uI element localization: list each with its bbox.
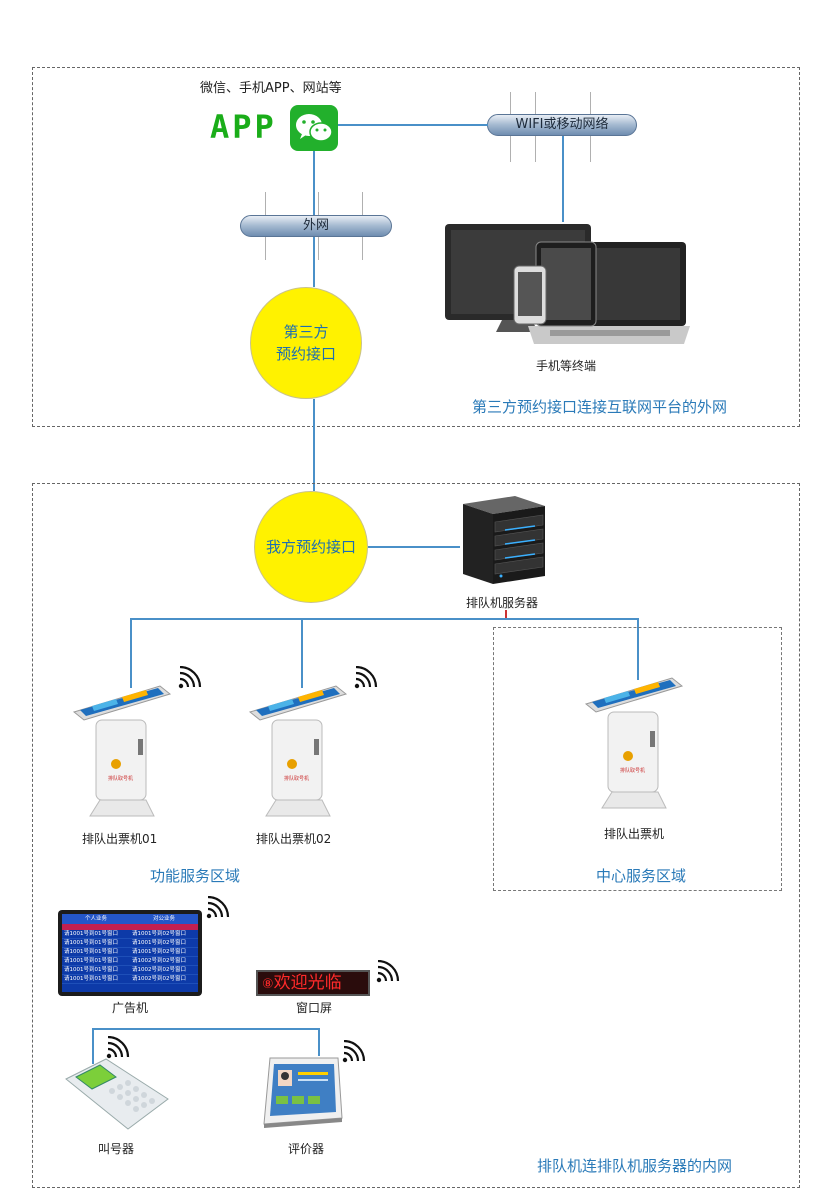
- ad-screen-cell: 请1002号到02号窗口: [132, 976, 186, 982]
- ad-screen-cell: 请1001号到01号窗口: [64, 931, 118, 937]
- external-network-pipe: 外网: [240, 215, 392, 237]
- window-led-screen: ⑧欢迎光临: [256, 970, 370, 996]
- kiosk-02-label: 排队出票机02: [256, 832, 332, 846]
- wifi-signal-icon: [340, 1039, 366, 1070]
- evaluator-label: 评价器: [288, 1142, 325, 1156]
- wifi-network-pipe: WIFI或移动网络: [487, 114, 637, 136]
- caller-device: [62, 1055, 172, 1135]
- ad-screen: 个人业务 对公业务 请1001号到01号窗口请1001号到02号窗口请1001号…: [58, 910, 202, 996]
- evaluator-device: [258, 1054, 344, 1130]
- ad-screen-row: 请1001号到01号窗口 请1001号到02号窗口: [62, 948, 198, 957]
- function-area-label: 功能服务区域: [150, 867, 241, 885]
- center-area-label: 中心服务区域: [596, 867, 687, 885]
- caller-label: 叫号器: [98, 1142, 135, 1156]
- ticket-kiosk-01: 排队取号机: [72, 684, 172, 824]
- ad-screen-cell: 请1001号到02号窗口: [132, 940, 186, 946]
- window-screen-label: 窗口屏: [296, 1001, 333, 1015]
- svg-text:排队取号机: 排队取号机: [284, 775, 309, 782]
- ad-screen-row: 请1001号到01号窗口 请1002号到02号窗口: [62, 975, 198, 984]
- wechat-icon: [290, 105, 338, 151]
- wifi-signal-icon: [374, 959, 400, 990]
- ad-screen-cell: 请1002号到02号窗口: [132, 958, 186, 964]
- center-service-area: [493, 627, 782, 891]
- terminal-label: 手机等终端: [536, 359, 597, 373]
- ad-screen-row: 请1001号到01号窗口 请1002号到02号窗口: [62, 966, 198, 975]
- ad-screen-cell: 请1001号到01号窗口: [64, 949, 118, 955]
- our-api-circle: 我方预约接口: [254, 491, 368, 603]
- wifi-signal-icon: [104, 1035, 130, 1066]
- ad-screen-row: 请1001号到01号窗口 请1001号到02号窗口: [62, 939, 198, 948]
- wifi-signal-icon: [176, 665, 202, 696]
- ad-screen-cell: 请1001号到01号窗口: [64, 976, 118, 982]
- ad-screen-row: 请1001号到01号窗口 请1001号到02号窗口: [62, 930, 198, 939]
- ad-screen-cell: 请1001号到01号窗口: [64, 940, 118, 946]
- internal-zone-label: 排队机连排队机服务器的内网: [537, 1157, 733, 1175]
- wifi-signal-icon: [352, 665, 378, 696]
- svg-text:排队取号机: 排队取号机: [620, 767, 645, 774]
- wifi-signal-icon: [204, 895, 230, 926]
- svg-text:排队取号机: 排队取号机: [108, 775, 133, 782]
- terminal-devices-image: [440, 220, 690, 350]
- app-text: APP: [210, 108, 277, 146]
- queue-server-image: [455, 492, 550, 587]
- kiosk-01-label: 排队出票机01: [82, 832, 158, 846]
- third-party-api-circle: 第三方预约接口: [250, 287, 362, 399]
- ad-screen-row: 请1001号到01号窗口 请1002号到02号窗口: [62, 957, 198, 966]
- ticket-kiosk-center: 排队取号机: [584, 676, 684, 816]
- ad-screen-label: 广告机: [112, 1001, 149, 1015]
- ad-screen-cell: 请1001号到01号窗口: [64, 967, 118, 973]
- external-zone-label: 第三方预约接口连接互联网平台的外网: [472, 398, 728, 416]
- external-network-zone: [32, 67, 800, 427]
- kiosk-center-label: 排队出票机: [604, 827, 665, 841]
- app-caption: 微信、手机APP、网站等: [200, 81, 342, 96]
- ad-screen-cell: 请1001号到02号窗口: [132, 949, 186, 955]
- ad-screen-cell: 请1001号到01号窗口: [64, 958, 118, 964]
- server-label: 排队机服务器: [466, 596, 539, 610]
- ticket-kiosk-02: 排队取号机: [248, 684, 348, 824]
- ad-screen-cell: 请1001号到02号窗口: [132, 931, 186, 937]
- ad-screen-cell: 请1002号到02号窗口: [132, 967, 186, 973]
